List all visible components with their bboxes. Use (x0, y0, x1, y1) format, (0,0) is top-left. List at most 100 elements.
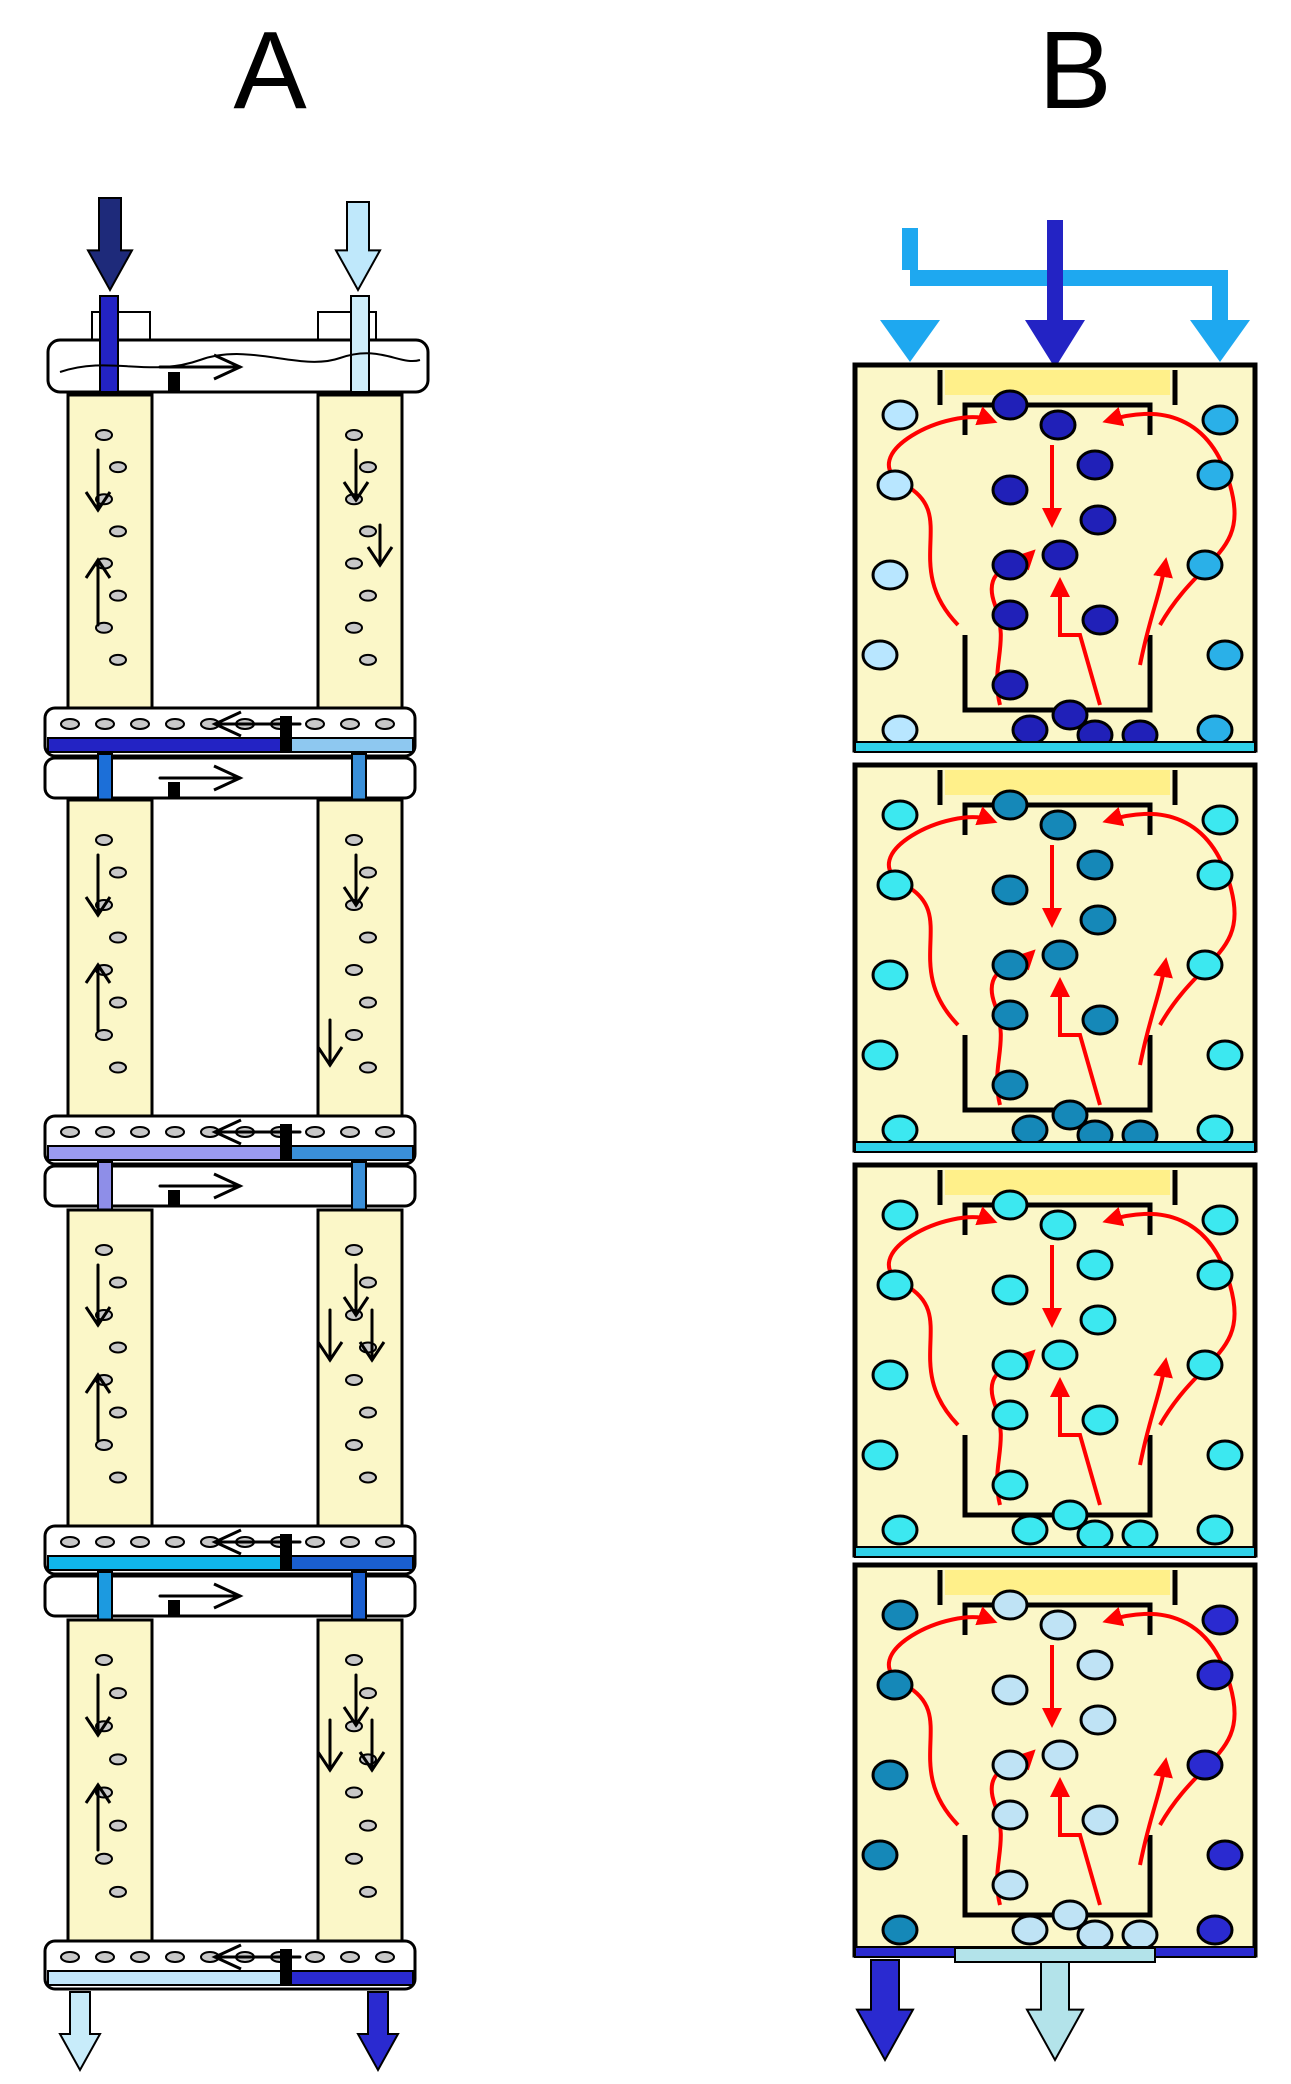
plate-particle (305, 1126, 325, 1138)
outer-particle (1206, 1839, 1244, 1871)
stage-a-1 (43, 393, 417, 803)
arrow-down-icon (342, 853, 370, 908)
top-pipe-left (99, 295, 119, 393)
arrow-down-icon (342, 1673, 370, 1728)
arrow-left-icon (211, 1528, 302, 1556)
plate-particle (130, 1126, 150, 1138)
arrow-head (366, 546, 394, 568)
outer-particle (1196, 459, 1234, 491)
inner-particle (1039, 1609, 1077, 1641)
inner-particle (991, 1674, 1029, 1706)
arrow-head (84, 962, 112, 984)
inner-particle (991, 1399, 1029, 1431)
inner-particle (1081, 1404, 1119, 1436)
valve-block (168, 782, 180, 798)
plate-particle (165, 1126, 185, 1138)
arrow-down-icon (358, 1718, 386, 1773)
plate-particle (95, 1536, 115, 1548)
arrow-head (342, 1296, 370, 1318)
plate-bar-left (47, 1145, 284, 1161)
inlet-arrowhead-right (1190, 320, 1250, 362)
particle (95, 429, 113, 441)
outer-particle (861, 1039, 899, 1071)
inner-cup-top (962, 802, 1153, 835)
outer-particle (1201, 1204, 1239, 1236)
particle (109, 461, 127, 474)
particle (109, 1276, 127, 1289)
inner-particle (991, 1869, 1029, 1901)
arrow-head (316, 1046, 344, 1068)
panel-label-a: A (233, 9, 307, 132)
inner-particle (991, 599, 1029, 631)
inner-particle (1121, 1919, 1159, 1951)
arrow-head (358, 1341, 386, 1363)
arrow-down-icon (84, 1673, 112, 1738)
plate-particle (375, 1951, 395, 1963)
plate-particle (60, 1536, 80, 1548)
arrow-head (84, 1306, 112, 1328)
outer-particle (881, 399, 919, 431)
plate-particle (375, 1536, 395, 1548)
valve-block (168, 1190, 180, 1206)
stage-a-4 (43, 1618, 417, 1991)
plate-particle (305, 1536, 325, 1548)
flow-curve-right-up (1138, 557, 1173, 666)
outer-particle (1206, 639, 1244, 671)
inlet-arrowhead-center (1025, 320, 1085, 368)
inner-cup-top (962, 1202, 1153, 1235)
particle (359, 1471, 377, 1484)
plate-bar-left (47, 1970, 284, 1986)
outer-particle (876, 469, 914, 501)
inner-particle (991, 874, 1029, 906)
arrow-left-icon (211, 1118, 302, 1146)
column-right (316, 1618, 404, 1947)
outer-particle (881, 1514, 919, 1546)
particle (345, 1786, 363, 1799)
outlet-arrow-dark (855, 1959, 915, 2063)
outer-particle (1196, 714, 1234, 746)
arrow-head (84, 896, 112, 918)
arrow-head (213, 1172, 244, 1200)
flow-curve-inner-right (1050, 1377, 1102, 1506)
particle (359, 996, 377, 1009)
particle (109, 1471, 127, 1484)
particle (359, 1687, 377, 1700)
particle (345, 1654, 363, 1666)
inlet-arrow-light (334, 201, 382, 293)
arrow-head (84, 1372, 112, 1394)
valve-block (280, 716, 292, 752)
inner-particle (991, 474, 1029, 506)
particle (109, 1819, 127, 1832)
inner-particle (991, 949, 1029, 981)
particle (359, 525, 377, 538)
particle (109, 525, 127, 538)
particle (345, 964, 363, 976)
inner-particle (1051, 699, 1089, 731)
outer-particle (861, 639, 899, 671)
inner-particle (1079, 1704, 1117, 1736)
column-left (66, 798, 154, 1122)
inner-particle (1051, 1899, 1089, 1931)
stage-b-2 (852, 762, 1258, 1153)
particle (359, 931, 377, 944)
arrow-up-icon (84, 1782, 112, 1852)
arrow-right-icon (158, 764, 244, 792)
inner-particle (1076, 1519, 1114, 1551)
outer-particle (871, 1359, 909, 1391)
arrow-down-icon (316, 1308, 344, 1363)
arrow-head (342, 1706, 370, 1728)
inner-particle (1079, 1304, 1117, 1336)
inner-particle (1041, 939, 1079, 971)
plate-bar-left (47, 737, 284, 753)
inner-particle (1081, 1804, 1119, 1836)
plate-bar-right (282, 1555, 414, 1571)
outer-particle (1196, 859, 1234, 891)
connector-pipe-left (97, 1161, 113, 1213)
outer-particle (1196, 1259, 1234, 1291)
inner-particle (991, 1589, 1029, 1621)
arrow-down-icon (342, 448, 370, 503)
outer-particle (1186, 1349, 1224, 1381)
particle (359, 461, 377, 474)
particle (359, 589, 377, 602)
